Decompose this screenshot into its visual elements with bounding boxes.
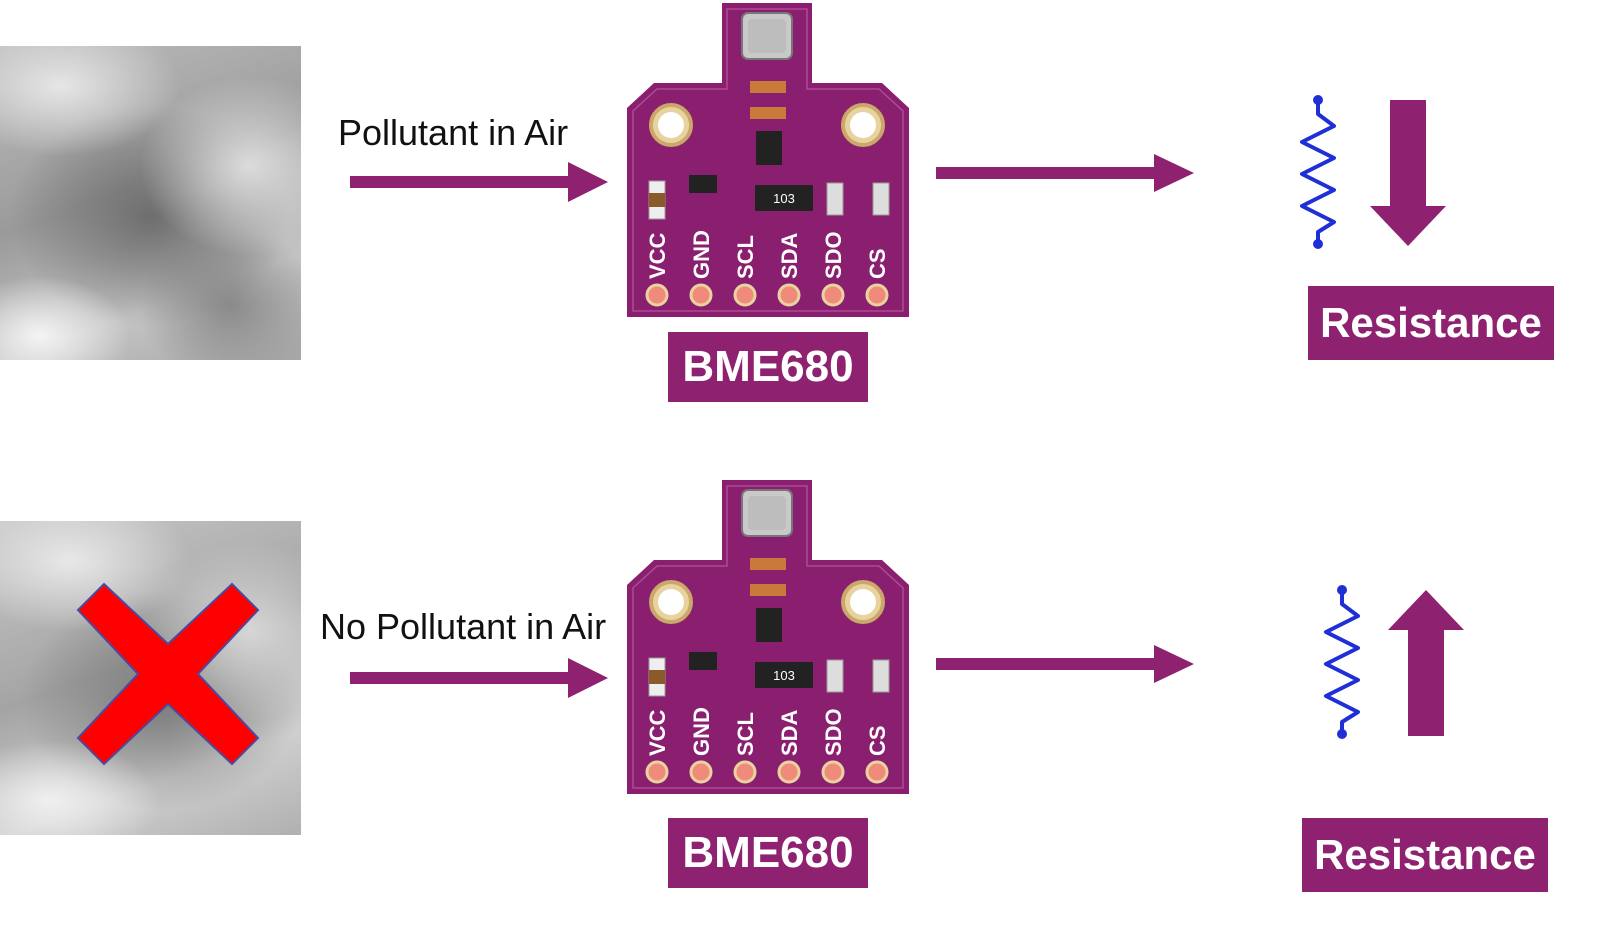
resistor-marking: 103 xyxy=(773,191,795,206)
pin-label-cs: CS xyxy=(865,248,890,279)
pin-label-scl: SCL xyxy=(733,712,758,756)
pin-pads xyxy=(645,283,889,307)
input-arrow-top xyxy=(350,162,608,202)
pin-label-sda: SDA xyxy=(777,709,802,756)
chip-label-top: BME680 xyxy=(668,332,868,402)
bme680-board-top: 103 VCC GND SCL SDA SDO CS xyxy=(627,3,909,317)
pin-label-gnd: GND xyxy=(689,707,714,756)
cross-icon xyxy=(76,582,260,766)
resistance-label-top: Resistance xyxy=(1308,286,1554,360)
pin-label-cs: CS xyxy=(865,725,890,756)
pin-label-scl: SCL xyxy=(733,235,758,279)
chip-label-bottom: BME680 xyxy=(668,818,868,888)
resistor-marking: 103 xyxy=(773,668,795,683)
arrow-up-icon xyxy=(1388,590,1464,736)
resistor-icon-bottom xyxy=(1324,585,1360,739)
arrow-down-icon xyxy=(1370,100,1446,246)
output-arrow-bottom xyxy=(936,645,1194,683)
polluted-air-image xyxy=(0,46,301,360)
pin-label-vcc: VCC xyxy=(645,709,670,756)
pin-label-sdo: SDO xyxy=(821,231,846,279)
bme680-board-bottom: 103 VCC GND SCL SDA SDO CS xyxy=(627,480,909,794)
pin-label-vcc: VCC xyxy=(645,232,670,279)
pollutant-label: Pollutant in Air xyxy=(338,112,569,153)
no-pollutant-label: No Pollutant in Air xyxy=(320,606,607,647)
output-arrow-top xyxy=(936,154,1194,192)
resistance-label-bottom: Resistance xyxy=(1302,818,1548,892)
pin-label-sdo: SDO xyxy=(821,708,846,756)
resistor-icon-top xyxy=(1300,95,1336,249)
input-arrow-bottom xyxy=(350,658,608,698)
pin-label-sda: SDA xyxy=(777,232,802,279)
pin-label-gnd: GND xyxy=(689,230,714,279)
